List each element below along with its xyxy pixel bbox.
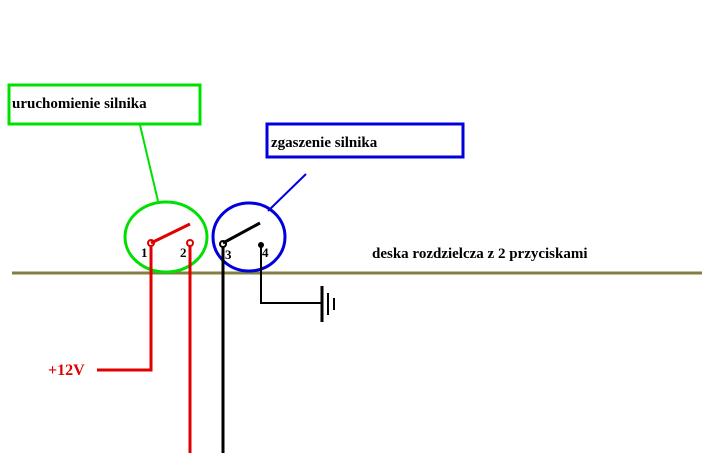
stop-callout-box	[265, 122, 465, 159]
start-callout-box	[7, 83, 202, 126]
ground-icon	[320, 286, 335, 322]
positive-wire-1	[97, 246, 153, 372]
pin-2	[186, 239, 194, 247]
voltage-label: +12V	[48, 362, 85, 379]
stop-switch-lever	[222, 221, 261, 245]
ground-wire	[260, 247, 321, 304]
pin-3-label: 3	[225, 247, 232, 262]
pin-2-label: 2	[180, 245, 187, 260]
pin-1-label: 1	[141, 245, 148, 260]
start-callout-pointer	[139, 124, 159, 202]
stop-callout-pointer	[267, 173, 307, 212]
dashboard-label: deska rozdzielcza z 2 przyciskami	[372, 246, 588, 262]
pin-4-label: 4	[262, 245, 269, 260]
start-switch-lever	[150, 222, 191, 245]
stop-callout-label: zgaszenie silnika	[271, 135, 378, 151]
start-callout-label: uruchomienie silnika	[12, 96, 147, 112]
pin-4	[258, 242, 264, 248]
stop-button-circle	[211, 201, 287, 273]
start-button-circle	[123, 200, 209, 274]
